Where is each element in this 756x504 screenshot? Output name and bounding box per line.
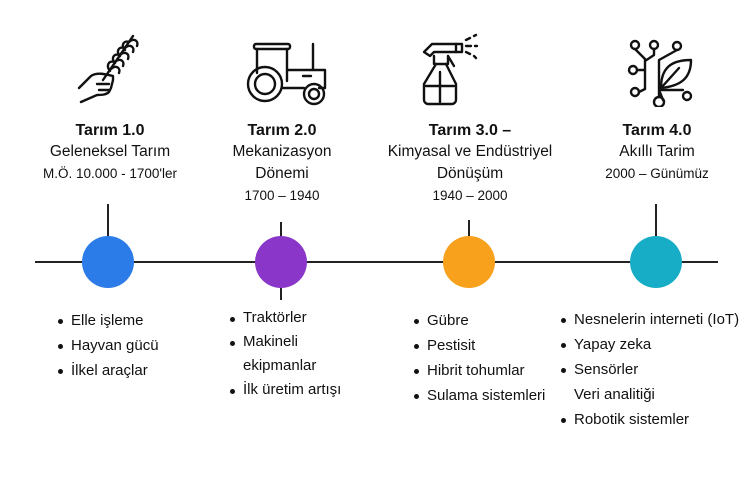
list-item: Sensörler [561, 357, 739, 382]
period-3-features: Gübre Pestisit Hibrit tohumlar Sulama si… [414, 308, 545, 408]
period-subtitle: Mekanizasyon [232, 143, 332, 160]
period-subtitle-2: Dönemi [255, 165, 309, 182]
period-title: Tarım 2.0 [247, 122, 317, 139]
list-item: Robotik sistemler [561, 407, 739, 432]
period-dates: 1940 – 2000 [432, 188, 508, 203]
list-item: İlkel araçlar [58, 358, 159, 383]
period-subtitle: Akıllı Tarim [619, 143, 695, 160]
list-item-continued: ekipmanlar [243, 357, 317, 374]
period-title: Tarım 4.0 [622, 122, 692, 139]
period-title: Tarım 3.0 – [428, 122, 512, 139]
period-dates: 2000 – Günümüz [605, 166, 709, 181]
timeline-axis [35, 261, 718, 263]
period-2-features: Traktörler Makineli ekipmanlar İlk üreti… [230, 306, 341, 402]
period-dates: 1700 – 1940 [244, 188, 320, 203]
list-item: Gübre [414, 308, 545, 333]
period-dates: M.Ö. 10.000 - 1700'ler [43, 166, 177, 181]
list-item: Hayvan gücü [58, 333, 159, 358]
list-item: İlk üretim artışı [230, 378, 341, 402]
period-1-features: Elle işleme Hayvan gücü İlkel araçlar [58, 308, 159, 383]
period-3-marker [443, 236, 495, 288]
period-2-header: Tarım 2.0 Mekanizasyon Dönemi 1700 – 194… [172, 121, 392, 207]
period-subtitle-2: Dönüşüm [436, 165, 504, 182]
list-item: Yapay zeka [561, 332, 739, 357]
wheat-hand-icon [77, 34, 139, 104]
period-2-marker [255, 236, 307, 288]
period-subtitle: Kimyasal ve Endüstriyel [387, 143, 553, 160]
period-4-header: Tarım 4.0 Akıllı Tarim 2000 – Günümüz [547, 121, 756, 185]
list-item: Elle işleme [58, 308, 159, 333]
connector [655, 204, 657, 238]
connector [468, 220, 470, 240]
list-item: Pestisit [414, 333, 545, 358]
spray-bottle-icon [422, 33, 479, 106]
period-subtitle: Geleneksel Tarım [49, 143, 171, 160]
period-title: Tarım 1.0 [75, 122, 145, 139]
list-item: Makineli [230, 330, 341, 354]
list-item: Sulama sistemleri [414, 383, 545, 408]
period-3-header: Tarım 3.0 – Kimyasal ve Endüstriyel Dönü… [360, 121, 580, 207]
list-item: Nesnelerin interneti (IoT) [561, 307, 739, 332]
tractor-icon [246, 42, 327, 106]
period-4-marker [630, 236, 682, 288]
circuit-leaf-icon [627, 39, 693, 107]
list-item: Hibrit tohumlar [414, 358, 545, 383]
period-4-features: Nesnelerin interneti (IoT) Yapay zeka Se… [561, 307, 739, 432]
connector [107, 204, 109, 238]
list-item: Traktörler [230, 306, 341, 330]
list-item: Veri analitiği [574, 386, 655, 403]
period-1-header: Tarım 1.0 Geleneksel Tarım M.Ö. 10.000 -… [0, 121, 220, 185]
period-1-marker [82, 236, 134, 288]
